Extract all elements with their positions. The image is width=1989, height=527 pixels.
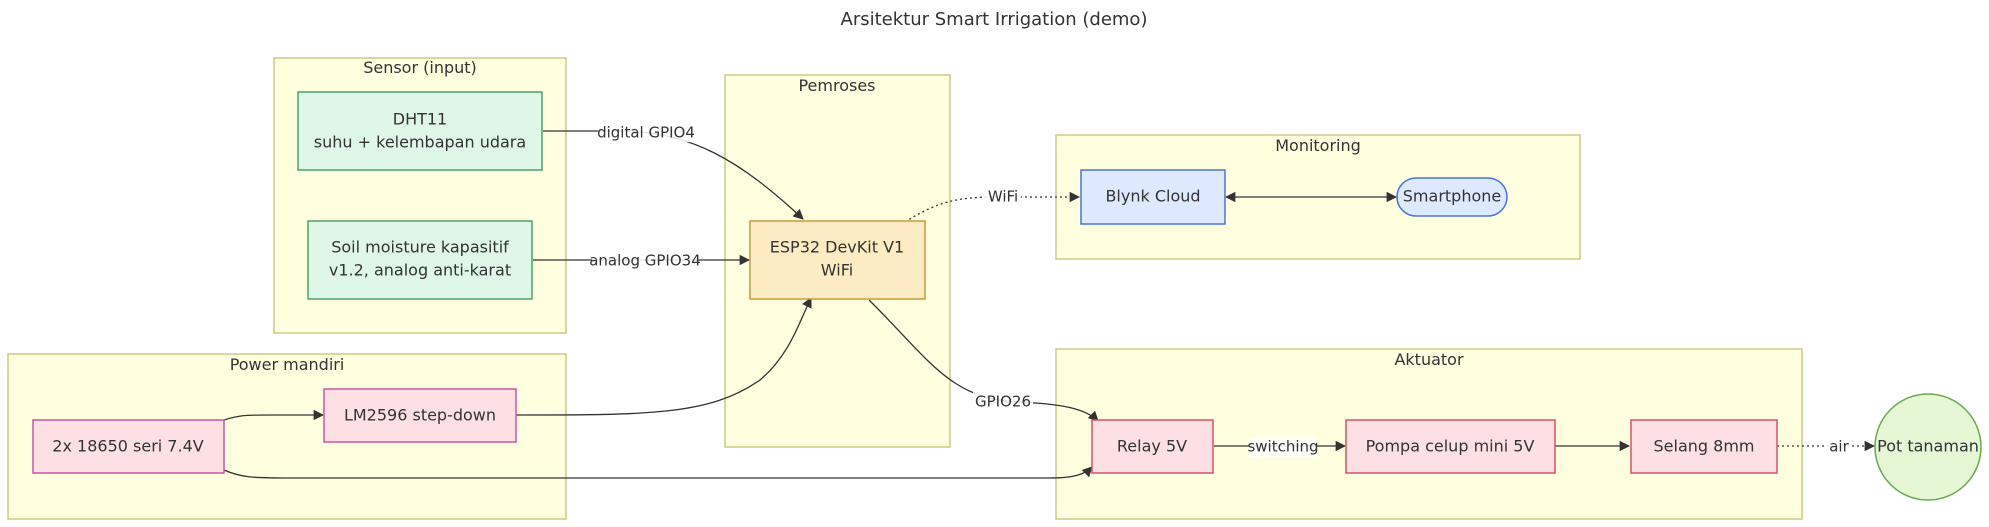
diagram-title: Arsitektur Smart Irrigation (demo) xyxy=(841,9,1148,30)
node-pump: Pompa celup mini 5V xyxy=(1345,419,1556,474)
node-smartphone: Smartphone xyxy=(1396,177,1508,217)
group-monitoring-label: Monitoring xyxy=(1275,136,1361,155)
node-battery: 2x 18650 seri 7.4V xyxy=(32,419,225,474)
node-battery-label: 2x 18650 seri 7.4V xyxy=(52,437,203,456)
node-esp32-line2: WiFi xyxy=(821,261,853,280)
group-pemroses-label: Pemroses xyxy=(798,76,875,95)
edge-lm-esp xyxy=(515,297,812,416)
node-relay-label: Relay 5V xyxy=(1117,437,1187,456)
svg-text:WiFi: WiFi xyxy=(988,188,1018,206)
node-hose: Selang 8mm xyxy=(1630,419,1778,474)
svg-text:analog GPIO34: analog GPIO34 xyxy=(589,252,701,270)
edge-label-esp-blynk: WiFi xyxy=(985,187,1021,207)
edge-label-hose-pot: air xyxy=(1826,437,1852,457)
node-smartphone-label: Smartphone xyxy=(1403,187,1501,206)
node-dht11-line1: DHT11 xyxy=(393,110,447,129)
node-blynk-cloud: Blynk Cloud xyxy=(1080,169,1226,225)
node-soil-line1: Soil moisture kapasitif xyxy=(331,238,509,257)
edge-label-esp-relay: GPIO26 xyxy=(973,391,1033,411)
group-aktuator-label: Aktuator xyxy=(1394,350,1463,369)
node-blynk-label: Blynk Cloud xyxy=(1105,187,1200,206)
node-hose-label: Selang 8mm xyxy=(1654,437,1755,456)
node-soil-moisture: Soil moisture kapasitif v1.2, analog ant… xyxy=(307,220,533,300)
edge-battery-lm xyxy=(223,409,325,421)
edge-battery-relay xyxy=(223,466,1093,479)
node-dht11-line2: suhu + kelembapan udara xyxy=(314,133,526,152)
edge-label-dht-esp: digital GPIO4 xyxy=(597,122,695,142)
node-dht11: DHT11 suhu + kelembapan udara xyxy=(297,91,543,171)
edge-label-soil-esp: analog GPIO34 xyxy=(589,250,701,270)
svg-text:digital GPIO4: digital GPIO4 xyxy=(597,124,695,142)
node-relay: Relay 5V xyxy=(1091,419,1214,474)
node-soil-line2: v1.2, analog anti-karat xyxy=(329,261,511,280)
node-esp32-line1: ESP32 DevKit V1 xyxy=(770,238,904,257)
node-esp32: ESP32 DevKit V1 WiFi xyxy=(749,220,926,300)
node-pot-tanaman: Pot tanaman xyxy=(1874,393,1982,501)
edge-label-relay-pump: switching xyxy=(1247,437,1319,457)
node-pot-label: Pot tanaman xyxy=(1877,437,1979,456)
group-power-label: Power mandiri xyxy=(230,355,345,374)
group-sensor-label: Sensor (input) xyxy=(363,58,477,77)
node-lm2596: LM2596 step-down xyxy=(323,388,517,443)
svg-text:switching: switching xyxy=(1247,438,1318,456)
svg-text:air: air xyxy=(1829,438,1849,456)
node-pump-label: Pompa celup mini 5V xyxy=(1366,437,1535,456)
node-lm2596-label: LM2596 step-down xyxy=(344,406,496,425)
svg-text:GPIO26: GPIO26 xyxy=(975,393,1031,411)
